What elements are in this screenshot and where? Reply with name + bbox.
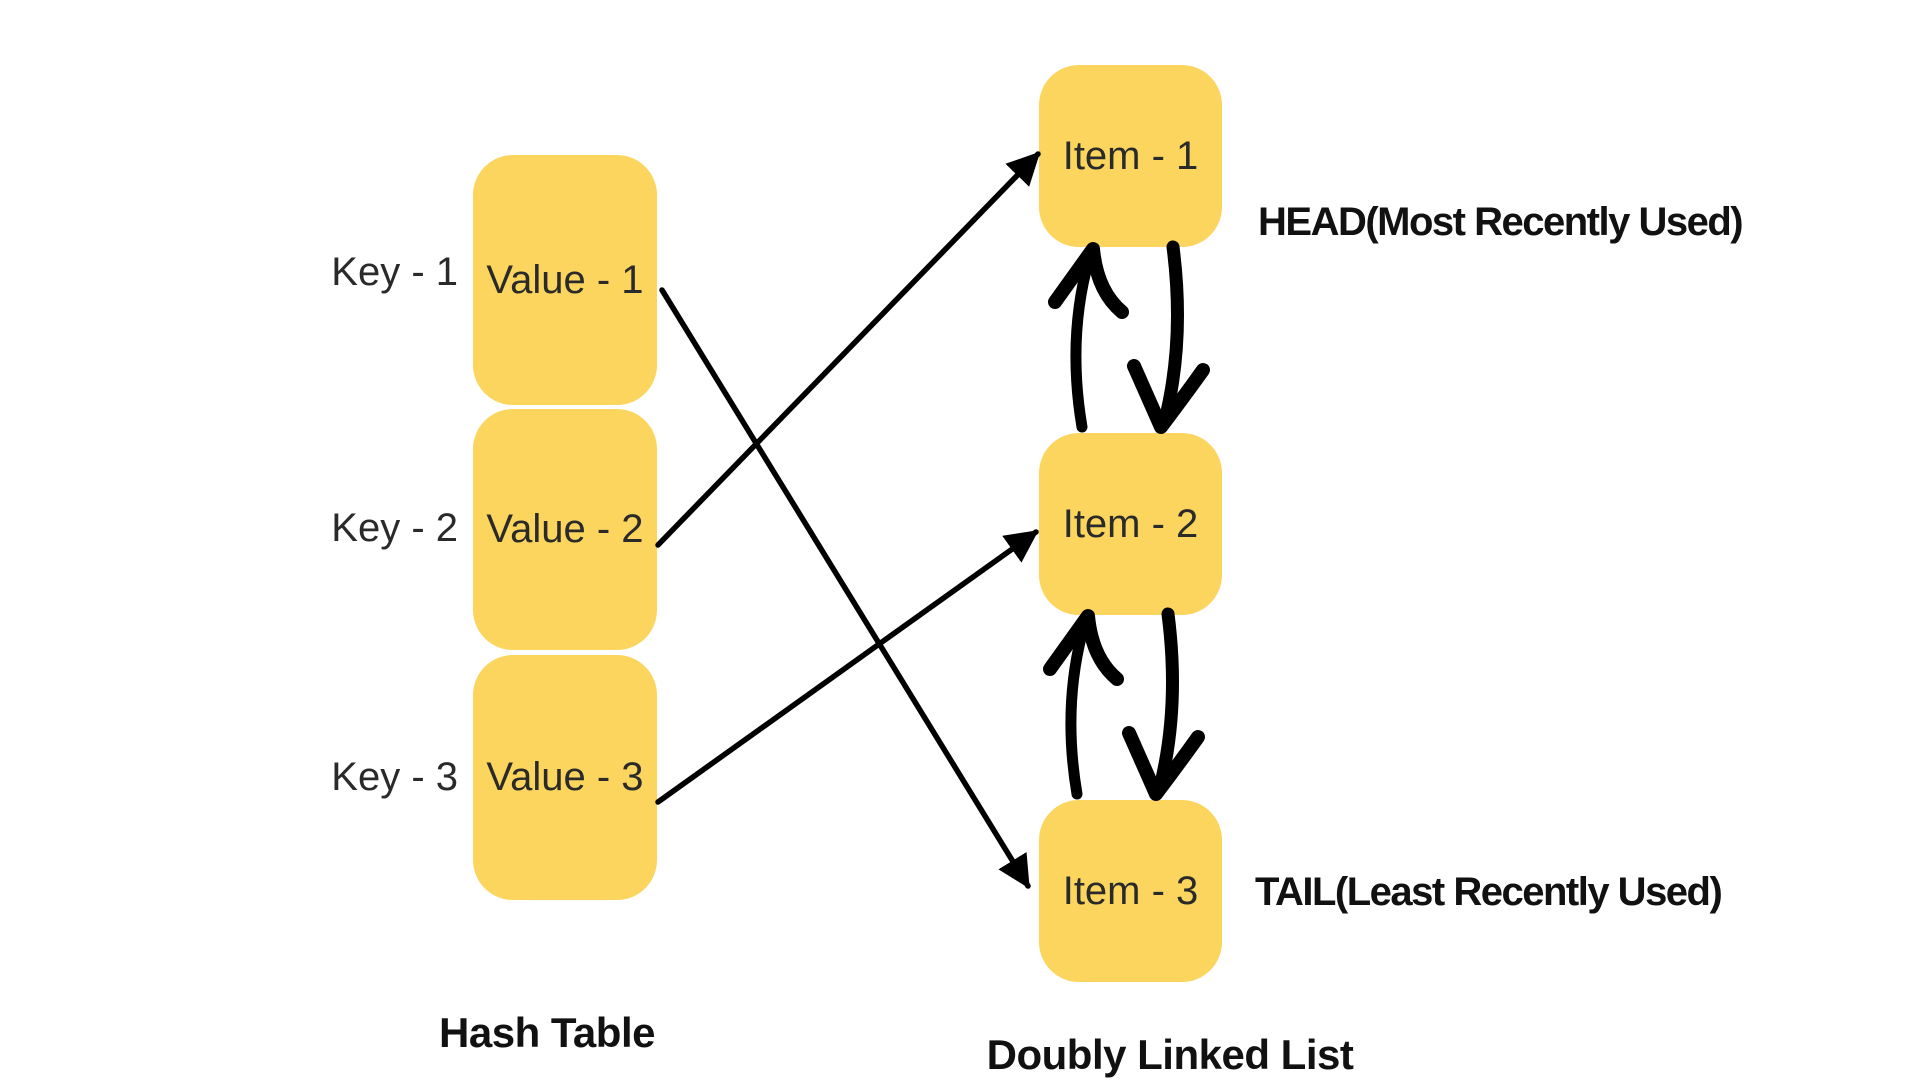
arrow-value1-to-item3 xyxy=(659,287,1031,889)
arrow-value2-to-item1 xyxy=(655,151,1041,548)
next-pointer-arrowhead-icon xyxy=(1127,359,1210,434)
head-label: HEAD(Most Recently Used) xyxy=(1258,200,1744,244)
linked-list-title: Doubly Linked List xyxy=(986,1031,1354,1078)
hash-value-box: Value - 1 xyxy=(473,155,657,405)
list-item-label: Item - 3 xyxy=(1062,868,1199,913)
list-item-box: Item - 3 xyxy=(1039,800,1222,982)
list-item-box: Item - 1 xyxy=(1039,65,1222,247)
hash-value-label: Value - 3 xyxy=(486,755,644,799)
list-item-label: Item - 2 xyxy=(1062,501,1199,546)
prev-pointer-shaft xyxy=(1070,253,1095,433)
hash-key-label: Key - 2 xyxy=(331,506,458,550)
dll-pointer-arrows-2 xyxy=(1050,614,1198,794)
prev-pointer-arrowhead-icon xyxy=(1048,242,1129,319)
arrow-value3-to-item2 xyxy=(655,529,1039,805)
next-pointer-shaft xyxy=(1158,240,1184,427)
hash-value-label: Value - 1 xyxy=(486,257,644,302)
hash-key-label: Key - 1 xyxy=(331,250,458,294)
list-item-box: Item - 2 xyxy=(1039,433,1222,615)
hash-value-label: Value - 2 xyxy=(486,507,644,551)
tail-label: TAIL(Least Recently Used) xyxy=(1255,870,1723,914)
hash-value-box: Value - 3 xyxy=(473,655,657,900)
list-item-label: Item - 1 xyxy=(1062,133,1199,178)
hash-value-box: Value - 2 xyxy=(473,409,657,650)
hash-table-title: Hash Table xyxy=(439,1009,655,1056)
hash-key-label: Key - 3 xyxy=(331,755,458,799)
dll-pointer-arrows-1 xyxy=(1048,240,1210,434)
